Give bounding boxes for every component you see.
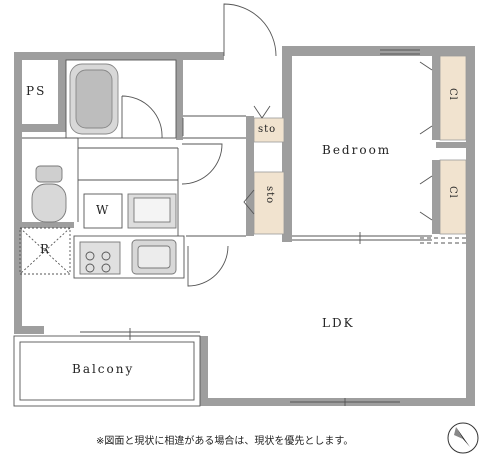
interior-lines [13,3,466,407]
room-label-refrigerator: R [40,242,52,256]
disclaimer-note: ※図面と現状に相違がある場合は、現状を優先とします。 [96,436,354,447]
room-label-cl-upper: Cl [447,88,458,101]
room-label-washer: W [96,203,111,217]
room-label-cl-lower: Cl [447,186,458,199]
room-label-balcony: Balcony [72,362,135,376]
room-label-ldk: LDK [322,316,355,330]
storage-upper [253,117,285,143]
room-label-sto-lower: sto [264,186,275,205]
storage-lower [253,171,285,235]
room-label-bedroom: Bedroom [322,143,392,157]
walls [14,46,475,406]
room-label-ps: PS [26,84,47,98]
closet-lower [439,159,467,235]
compass-north-icon [447,422,479,454]
toilet-icon [31,165,67,223]
closet-upper [439,55,467,141]
room-label-sto-upper: sto [258,124,277,135]
